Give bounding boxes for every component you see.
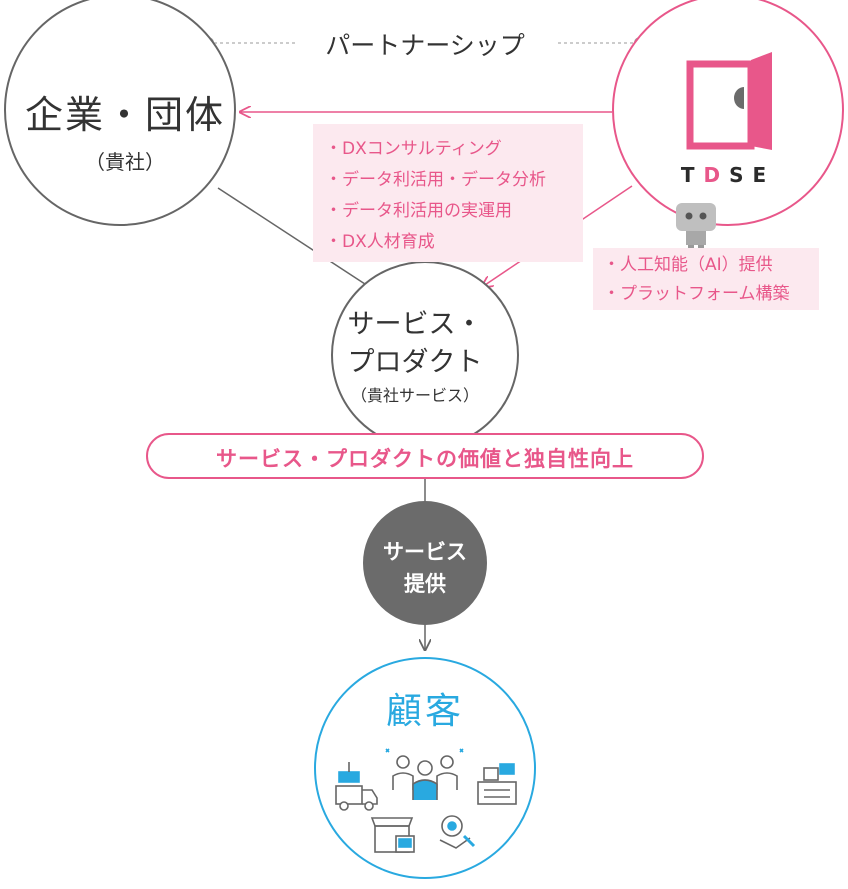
company-subtitle: （貴社） (85, 150, 165, 174)
tdse-services-box: ・DXコンサルティング ・データ利活用・データ分析 ・データ利活用の実運用 ・D… (313, 124, 583, 262)
value-banner-label: サービス・プロダクトの価値と独自性向上 (216, 447, 634, 471)
tdse-ai-item: ・プラットフォーム構築 (603, 284, 790, 304)
value-banner (146, 433, 704, 479)
tdse-service-item: ・DXコンサルティング (325, 139, 502, 159)
tdse-letter-d: D (703, 163, 730, 187)
company-to-service-line (217, 187, 369, 287)
tdse-letter-e: E (752, 163, 776, 187)
gear-service-icon (439, 815, 476, 849)
service-product-title-line2: プロダクト (347, 347, 483, 378)
company-circle (4, 0, 236, 226)
customer-title: 顧客 (385, 691, 464, 732)
cash-register-icon (477, 763, 517, 805)
tdse-door-logo-icon (686, 52, 772, 150)
service-provision-circle (363, 501, 487, 625)
tdse-ai-box: ・人工知能（AI）提供 ・プラットフォーム構築 (593, 248, 819, 310)
service-provision-line1: サービス (383, 540, 467, 564)
company-title: 企業・団体 (24, 93, 225, 137)
storefront-icon (370, 817, 415, 853)
partnership-label: パートナーシップ (325, 31, 525, 60)
tdse-letter-s: S (729, 163, 753, 187)
tdse-circle (612, 0, 844, 226)
delivery-truck-icon (335, 762, 378, 811)
tdse-service-item: ・データ利活用の実運用 (325, 201, 512, 221)
tdse-logo-text: TDSE (668, 163, 788, 187)
team-people-icon (385, 748, 464, 800)
tdse-ai-item: ・人工知能（AI）提供 (603, 255, 773, 275)
service-product-title-line1: サービス・ (347, 309, 483, 340)
service-provision-line2: 提供 (404, 572, 446, 596)
tdse-service-item: ・DX人材育成 (325, 232, 435, 252)
tdse-service-item: ・データ利活用・データ分析 (325, 170, 546, 190)
service-product-subtitle: （貴社サービス） (350, 386, 479, 405)
tdse-letter-t: T (680, 163, 704, 187)
robot-mascot-icon (676, 203, 716, 250)
